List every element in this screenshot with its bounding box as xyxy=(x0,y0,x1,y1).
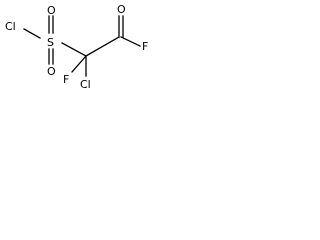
atom-o-carbonyl: O xyxy=(117,3,126,16)
structure-diagram: Cl S O O O F F Cl xyxy=(5,3,148,91)
bond-c-f-acyl xyxy=(120,36,141,47)
atom-o-top: O xyxy=(47,4,56,17)
atom-f-acyl: F xyxy=(142,40,148,53)
atom-cl-alpha: Cl xyxy=(80,78,91,91)
atom-f-alpha: F xyxy=(63,73,69,86)
bond-c-f-alpha xyxy=(71,55,87,73)
bond-c-alpha-c-carbonyl xyxy=(85,36,120,57)
bond-s-c-alpha xyxy=(61,42,87,57)
atom-o-bottom: O xyxy=(47,65,56,78)
atom-cl-sulfonyl: Cl xyxy=(5,20,16,33)
atom-s: S xyxy=(47,36,54,49)
bond-cl-s xyxy=(23,28,41,39)
